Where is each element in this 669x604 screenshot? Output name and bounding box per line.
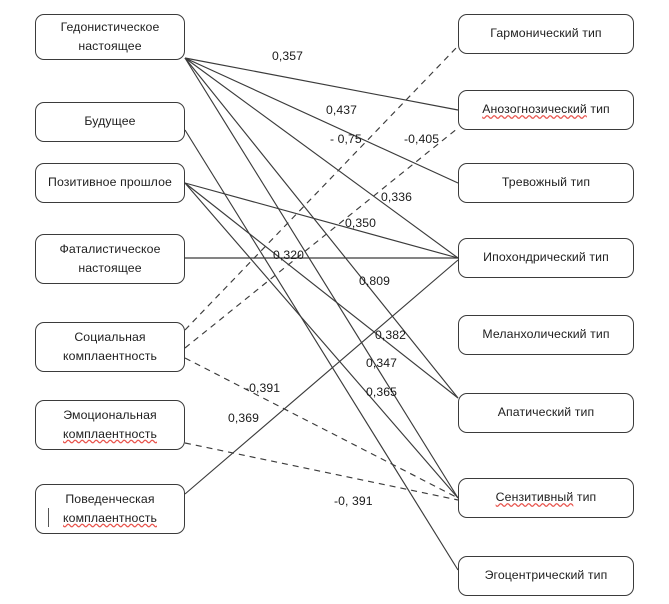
edge-hedonistic_present-to-sensitive [184,57,459,499]
left-node-future[interactable]: Будущее [35,102,185,142]
left-node-fatalistic_present[interactable]: Фаталистическое настоящее [35,234,185,284]
edge-weight-label-l_0382: 0,382 [375,328,406,342]
text-cursor-caret [48,508,50,527]
edge-positive_past-to-sensitive [184,182,459,499]
right-node-label-apathetic: Апатический тип [497,405,595,420]
edge-behavioral_compliance-to-hypochondriac [184,259,459,495]
left-node-positive_past[interactable]: Позитивное прошлое [35,163,185,203]
spellcheck-underline: Сензитивный [495,490,574,505]
edge-hedonistic_present-to-anosognosic [184,57,459,111]
left-node-social_compliance[interactable]: Социальная комплаентность [35,322,185,372]
right-node-label-sensitive: Сензитивный тип [495,490,597,505]
right-node-apathetic[interactable]: Апатический тип [458,393,634,433]
edge-weight-label-l_0437: 0,437 [326,103,357,117]
edge-hedonistic_present-to-apathetic [184,57,459,399]
right-node-melancholic[interactable]: Меланхолический тип [458,315,634,355]
right-node-label-anosognosic: Анозогнозический тип [482,102,610,117]
edge-weight-label-l_m0391a: -0,391 [245,381,281,395]
spellcheck-underline: Анозогнозический [482,102,587,117]
right-node-anxious[interactable]: Тревожный тип [458,163,634,203]
spellcheck-underline: комплаентность [63,511,157,525]
left-node-label-positive_past: Позитивное прошлое [48,175,172,190]
edge-positive_past-to-apathetic [184,182,459,399]
edge-weight-label-l_0336: 0,336 [381,190,412,204]
edge-hedonistic_present-to-anxious [184,57,459,184]
left-node-label-fatalistic_present: Фаталистическое настоящее [59,241,161,275]
left-node-hedonistic_present[interactable]: Гедонистическое настоящее [35,14,185,60]
edge-future-to-egocentric [184,129,459,571]
left-node-label-hedonistic_present: Гедонистическое настоящее [60,19,160,53]
left-node-label-future: Будущее [84,114,136,129]
right-node-egocentric[interactable]: Эгоцентрический тип [458,556,634,596]
edge-weight-label-l_0357: 0,357 [272,49,303,63]
edge-weight-label-l_0350: 0,350 [345,216,376,230]
edge-weight-label-l_0347: 0,347 [366,356,397,370]
right-node-label-egocentric: Эгоцентрический тип [484,568,608,583]
edge-weight-label-l_0809: 0,809 [359,274,390,288]
edge-weight-label-l_m0405: -0,405 [404,132,440,146]
right-node-anosognosic[interactable]: Анозогнозический тип [458,90,634,130]
edge-social_compliance-to-sensitive [184,357,459,499]
edge-positive_past-to-hypochondriac [184,182,459,259]
edge-weight-label-l_m0391b: -0, 391 [334,494,373,508]
edge-weight-label-l_0320: 0,320 [273,248,304,262]
right-node-label-anxious: Тревожный тип [501,175,591,190]
edge-weight-label-l_m075: - 0,75 [330,132,362,146]
right-node-label-hypochondriac: Ипохондрический тип [483,250,609,265]
edge-hedonistic_present-to-hypochondriac [184,57,459,259]
right-node-label-melancholic: Меланхолический тип [482,327,610,342]
right-node-harmonic[interactable]: Гармонический тип [458,14,634,54]
left-node-label-social_compliance: Социальная комплаентность [63,329,157,363]
right-node-label-harmonic: Гармонический тип [490,26,602,41]
edge-emotional_compliance-to-sensitive [184,442,459,501]
edge-weight-label-l_0365: 0,365 [366,385,397,399]
spellcheck-underline: комплаентность [63,427,157,441]
right-node-sensitive[interactable]: Сензитивный тип [458,478,634,518]
right-node-hypochondriac[interactable]: Ипохондрический тип [458,238,634,278]
edge-social_compliance-to-anosognosic [184,127,459,349]
edge-weight-label-l_0369: 0,369 [228,411,259,425]
